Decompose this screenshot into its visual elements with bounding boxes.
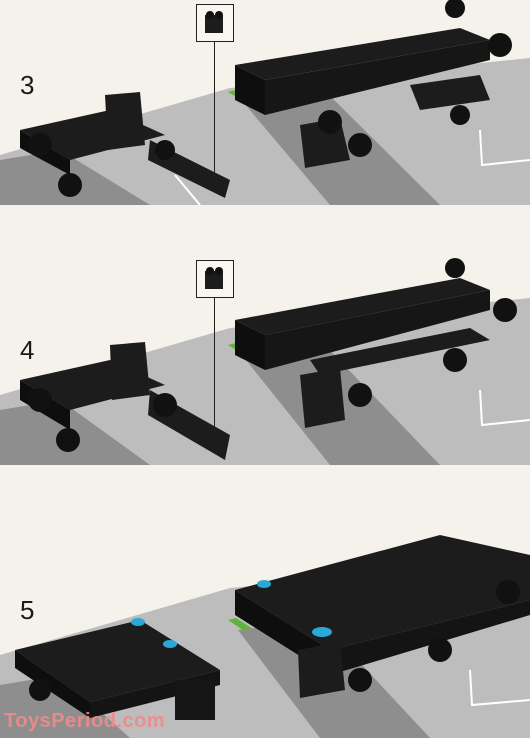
round-brick bbox=[496, 580, 520, 604]
round-brick bbox=[29, 679, 51, 701]
round-brick bbox=[493, 298, 517, 322]
roof-plate bbox=[235, 535, 530, 650]
brick-structure bbox=[310, 328, 490, 375]
brick-structure bbox=[298, 642, 345, 698]
callout-pointer bbox=[214, 41, 215, 176]
step-number: 4 bbox=[20, 335, 35, 365]
round-brick bbox=[445, 258, 465, 278]
round-brick bbox=[348, 133, 372, 157]
brick-structure bbox=[235, 65, 265, 115]
blue-piece bbox=[257, 580, 271, 588]
road-marking bbox=[479, 389, 530, 427]
brick-icon bbox=[205, 11, 223, 33]
road-marking bbox=[469, 669, 530, 707]
round-brick bbox=[28, 388, 52, 412]
step-5-illustration bbox=[0, 535, 530, 738]
brick-icon bbox=[205, 267, 223, 289]
brick-structure bbox=[110, 342, 150, 400]
step-5-panel: 5 bbox=[0, 480, 530, 738]
callout-pointer bbox=[214, 297, 215, 432]
round-brick bbox=[450, 105, 470, 125]
roof-plate bbox=[330, 600, 530, 675]
brick-structure bbox=[265, 40, 490, 115]
step-3-panel: 3 bbox=[0, 0, 530, 238]
step-number: 5 bbox=[20, 595, 35, 625]
brick-structure bbox=[235, 320, 265, 370]
road-marking bbox=[174, 174, 201, 206]
blue-piece bbox=[131, 618, 145, 626]
brick-structure bbox=[265, 290, 490, 370]
brick-structure bbox=[235, 278, 490, 335]
brick-structure bbox=[175, 680, 215, 720]
round-brick bbox=[56, 428, 80, 452]
round-brick bbox=[428, 638, 452, 662]
brick-structure bbox=[105, 92, 145, 150]
roof-plate bbox=[15, 650, 90, 718]
road-marking bbox=[479, 129, 530, 167]
blue-piece bbox=[163, 640, 177, 648]
brick-structure bbox=[410, 75, 490, 110]
step-4-illustration bbox=[0, 258, 530, 465]
round-brick bbox=[153, 393, 177, 417]
brick-structure bbox=[300, 368, 345, 428]
watermark: ToysPeriod.com bbox=[4, 710, 166, 732]
step-number: 3 bbox=[20, 70, 35, 100]
new-part-callout bbox=[196, 260, 234, 298]
round-brick bbox=[28, 133, 52, 157]
round-brick bbox=[318, 110, 342, 134]
step-3-illustration bbox=[0, 0, 530, 206]
round-brick bbox=[488, 33, 512, 57]
round-brick bbox=[348, 668, 372, 692]
brick-structure bbox=[235, 28, 490, 80]
round-brick bbox=[348, 383, 372, 407]
round-brick bbox=[58, 173, 82, 197]
blue-piece bbox=[312, 627, 332, 637]
round-brick bbox=[443, 348, 467, 372]
round-brick bbox=[155, 140, 175, 160]
step-4-panel: 4 bbox=[0, 240, 530, 478]
new-part-callout bbox=[196, 4, 234, 42]
round-brick bbox=[445, 0, 465, 18]
